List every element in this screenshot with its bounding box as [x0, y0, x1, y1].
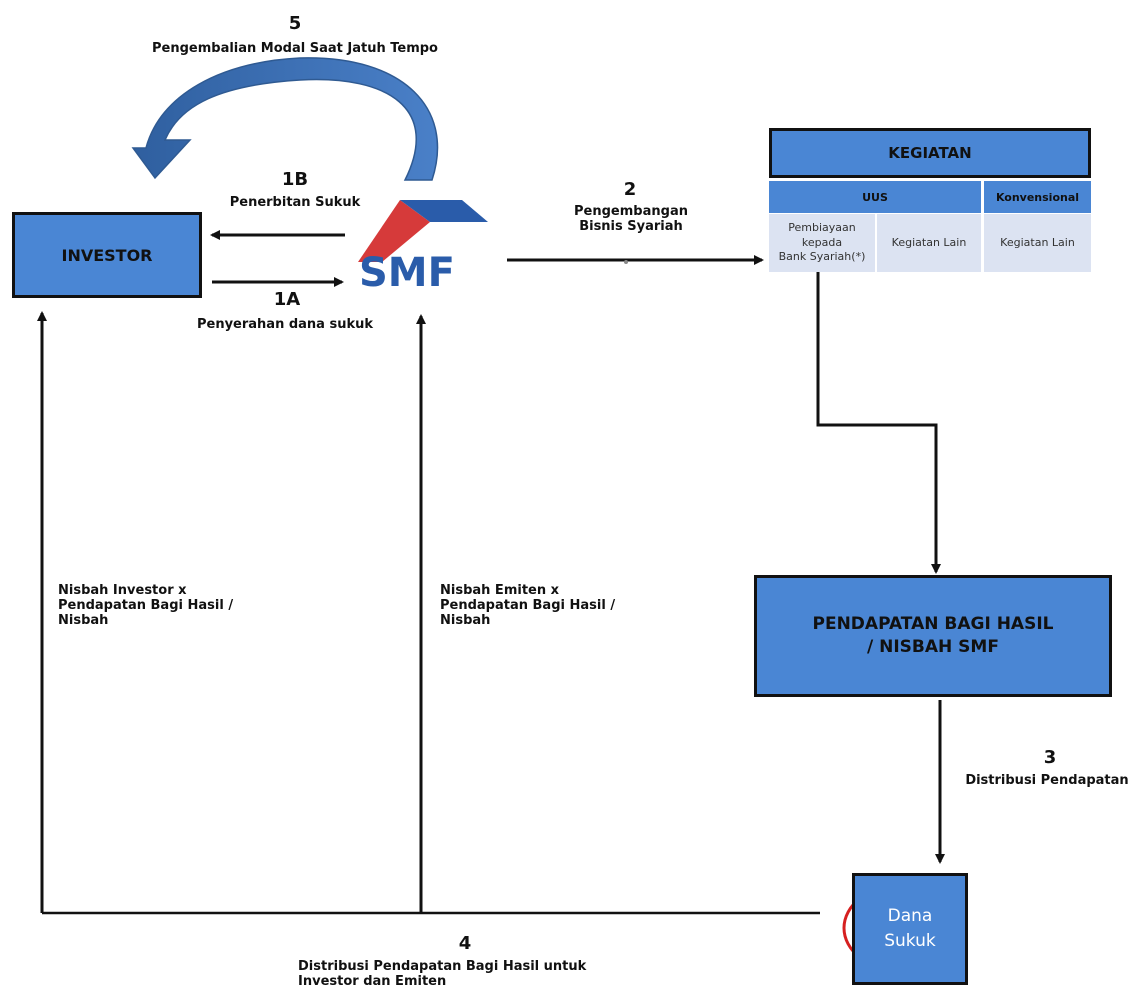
step-3-number: 3 — [1043, 747, 1057, 768]
step-2-number: 2 — [623, 179, 637, 200]
step-2-label: Pengembangan Bisnis Syariah — [574, 204, 688, 234]
step-4-number: 4 — [458, 933, 472, 954]
step-1a-number: 1A — [273, 289, 301, 310]
smf-logo-text: SMF — [359, 250, 455, 296]
step-5-label: Pengembalian Modal Saat Jatuh Tempo — [152, 41, 438, 56]
pembiayaan-cell: Pembiayaan kepada Bank Syariah(*) — [769, 214, 875, 272]
step-5-number: 5 — [288, 13, 302, 34]
nisbah-emiten-label: Nisbah Emiten x Pendapatan Bagi Hasil / … — [440, 583, 616, 628]
return-curve-arrow — [131, 57, 439, 181]
step-4-label: Distribusi Pendapatan Bagi Hasil untuk I… — [298, 959, 587, 989]
kegiatan-lain-uus-cell: Kegiatan Lain — [877, 214, 981, 272]
uus-header: UUS — [769, 181, 981, 213]
pendapatan-box: PENDAPATAN BAGI HASIL / NISBAH SMF — [754, 575, 1112, 697]
smf-logo: SMF — [358, 200, 488, 296]
dot-marker — [624, 260, 628, 264]
nisbah-investor-label: Nisbah Investor x Pendapatan Bagi Hasil … — [58, 583, 234, 628]
step-1a-label: Penyerahan dana sukuk — [196, 317, 374, 332]
kegiatan-lain-konv-cell: Kegiatan Lain — [984, 214, 1091, 272]
dana-sukuk-box: Dana Sukuk — [852, 873, 968, 985]
kegiatan-header: KEGIATAN — [769, 128, 1091, 178]
step-1b-number: 1B — [281, 169, 309, 190]
arrow-kegiatan-to-pendapatan — [816, 272, 941, 574]
step-1b-label: Penerbitan Sukuk — [229, 195, 361, 210]
investor-box: INVESTOR — [12, 212, 202, 298]
step-3-label: Distribusi Pendapatan — [965, 773, 1129, 788]
konvensional-header: Konvensional — [984, 181, 1091, 213]
